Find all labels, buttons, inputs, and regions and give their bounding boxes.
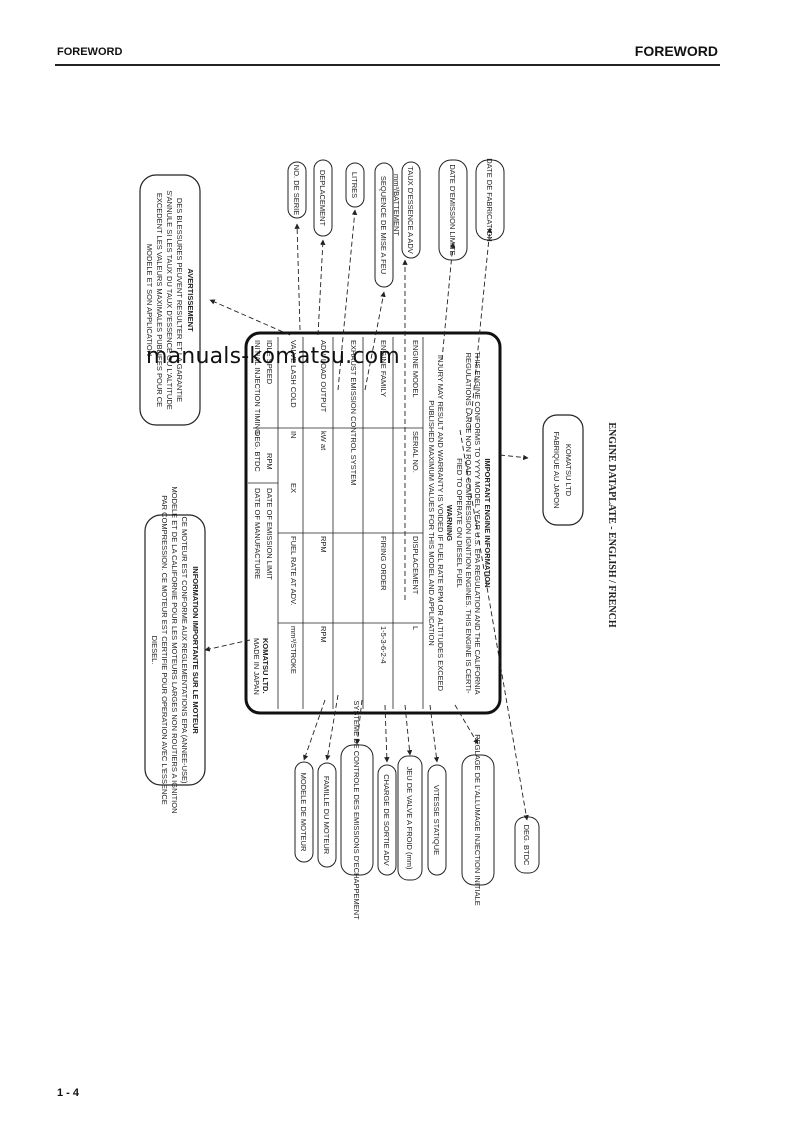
svg-text:CHARGE DE SORTIE ADV: CHARGE DE SORTIE ADV xyxy=(382,774,391,866)
french-info-box: INFORMATION IMPORTANTE SUR LE MOTEUR CE … xyxy=(144,486,206,814)
bottom-label-idle-speed: VITESSE STATIQUE xyxy=(427,764,447,876)
row-engine-family: ENGINE FAMILY xyxy=(379,340,388,397)
plate-intro-3: FIED TO OPERATE ON DIESEL FUEL xyxy=(455,458,464,588)
french-info-line-2: MODELE ET DE LA CALIFORNIE POUR LES MOTE… xyxy=(170,486,179,813)
row-engine-model: ENGINE MODEL xyxy=(411,340,420,398)
french-info-line-4: DIESEL. xyxy=(150,636,159,665)
watermark-text: manuals-komatsu.com xyxy=(146,344,400,369)
svg-text:SYSTEME DE CONTROLE DES EMISSI: SYSTEME DE CONTROLE DES EMISSIONS D'ECHA… xyxy=(352,700,361,920)
bottom-label-engine-model: MODELE DE MOTEUR xyxy=(294,761,314,863)
row-firing-order-value: 1-5-3-6-2-4 xyxy=(379,626,388,664)
plate-title: IMPORTANT ENGINE INFORMATION xyxy=(483,458,492,587)
row-date-manufacture: DATE OF MANUFACTURE xyxy=(253,488,262,579)
svg-text:MODELE DE MOTEUR: MODELE DE MOTEUR xyxy=(299,773,308,852)
svg-text:TAUX D'ESSENCE A ADV: TAUX D'ESSENCE A ADV xyxy=(406,166,415,254)
svg-text:mm³/BATTEMENT: mm³/BATTEMENT xyxy=(392,174,401,236)
top-label-litres: LITRES xyxy=(345,162,365,208)
svg-text:SEQUENCE DE MISE A FEU: SEQUENCE DE MISE A FEU xyxy=(379,176,388,274)
plate-warning-1: INJURY MAY RESULT AND WARRANTY IS VOIDED… xyxy=(436,355,445,692)
row-idle-rpm: RPM xyxy=(265,453,274,470)
svg-text:LITRES: LITRES xyxy=(350,172,359,198)
row-emission-limit-date: DATE OF EMISSION LIMIT xyxy=(265,488,274,580)
row-rpm-2: RPM xyxy=(319,626,328,643)
svg-text:DATE D'EMISSION LIMITE: DATE D'EMISSION LIMITE xyxy=(448,164,457,255)
plate-intro-2: REGULATIONS LARGE NON ROAD COMPRESSION I… xyxy=(464,353,473,694)
header-left-title: FOREWORD xyxy=(57,46,123,58)
row-injection-timing: INITIAL INJECTION TIMING xyxy=(253,340,262,435)
french-info-line-3: PAR COMPRESSION. CE MOTEUR EST CERTIFIE … xyxy=(160,495,169,805)
svg-text:DEPLACEMENT: DEPLACEMENT xyxy=(318,170,327,227)
svg-text:DEG. BTDC: DEG. BTDC xyxy=(522,825,531,866)
row-fuel-rate: FUEL RATE AT ADV. xyxy=(289,536,298,605)
top-label-fuel-rate: TAUX D'ESSENCE A ADV xyxy=(401,161,421,259)
row-adv-load-output: ADV. LOAD OUTPUT xyxy=(319,340,328,413)
top-label-serial: NO. DE SERIE xyxy=(287,161,307,219)
row-valve-lash: VALVE LASH COLD xyxy=(289,340,298,408)
engine-dataplate: IMPORTANT ENGINE INFORMATION THIS ENGINE… xyxy=(244,331,502,715)
top-label-firing: SEQUENCE DE MISE A FEU xyxy=(374,162,394,288)
svg-text:FAMILLE DU MOTEUR: FAMILLE DU MOTEUR xyxy=(322,776,331,855)
row-firing-order: FIRING ORDER xyxy=(379,536,388,591)
french-warning-line-2: S'ANNULE SI LES TAUX DU TAUX D'ESSENCE O… xyxy=(165,190,174,410)
komatsu-japan-box: KOMATSU LTD FABRIQUE AU JAPON xyxy=(542,414,584,526)
bottom-label-valve-lash: JEU DE VALVE A FROID (mm) xyxy=(397,755,423,881)
row-exhaust-emission: EXHAUST EMISSION CONTROL SYSTEM xyxy=(349,340,358,485)
french-warning-line-4: MODELE ET SON APPLICATION xyxy=(145,244,154,356)
french-info-title: INFORMATION IMPORTANTE SUR LE MOTEUR xyxy=(191,566,200,734)
top-label-manufacture-date: DATE DE FABRICATION xyxy=(475,158,505,242)
svg-text:ENGINE DATAPLATE - ENGLISH / F: ENGINE DATAPLATE - ENGLISH / FRENCH xyxy=(606,422,617,628)
french-warning-title: AVERTISSEMENT xyxy=(186,268,195,332)
svg-text:REGLAGE DE L'ALLUMAGE INJECTIO: REGLAGE DE L'ALLUMAGE INJECTION INITIALE xyxy=(473,734,482,905)
french-info-line-1: CE MOTEUR EST CONFORME AUX REGLEMENTATIO… xyxy=(180,517,189,784)
komatsu-ltd-fr: KOMATSU LTD xyxy=(564,444,573,497)
french-warning-box: AVERTISSEMENT DES BLESSURES PEUVENT RESU… xyxy=(139,174,201,426)
row-kw-at: kW at xyxy=(319,431,328,451)
bottom-label-adv-output: CHARGE DE SORTIE ADV xyxy=(377,764,397,876)
bottom-label-injection: REGLAGE DE L'ALLUMAGE INJECTION INITIALE xyxy=(461,734,495,906)
row-valve-in: IN xyxy=(289,431,298,439)
top-label-emission-date: DATE D'EMISSION LIMITE xyxy=(438,159,468,261)
row-rpm: RPM xyxy=(319,536,328,553)
row-idle-speed: IDLE SPEED xyxy=(265,340,274,385)
svg-text:VITESSE STATIQUE: VITESSE STATIQUE xyxy=(432,785,441,855)
svg-text:JEU DE VALVE A FROID (mm): JEU DE VALVE A FROID (mm) xyxy=(405,766,414,870)
row-displacement: DISPLACEMENT xyxy=(411,536,420,595)
fabrique-au-japon: FABRIQUE AU JAPON xyxy=(552,431,561,508)
top-label-displacement: DEPLACEMENT xyxy=(313,159,333,237)
engine-dataplate-caption: ENGINE DATAPLATE - ENGLISH / FRENCH xyxy=(606,422,617,628)
svg-text:NO. DE SERIE: NO. DE SERIE xyxy=(292,165,301,215)
plate-warning-title: WARNING xyxy=(445,505,454,541)
top-label-mm3: mm³/BATTEMENT xyxy=(392,174,401,236)
svg-text:DATE DE FABRICATION: DATE DE FABRICATION xyxy=(485,158,494,241)
plate-warning-2: PUBLISHED MAXIMUM VALUES FOR THIS MODEL … xyxy=(427,400,436,646)
header-rule xyxy=(55,64,720,66)
bottom-label-engine-family: FAMILLE DU MOTEUR xyxy=(317,762,337,868)
bottom-label-deg-btdc: DEG. BTDC xyxy=(514,816,540,874)
plate-maker: KOMATSU LTD. xyxy=(261,638,270,694)
row-valve-ex: EX xyxy=(289,483,298,493)
french-warning-line-3: EXCEDENT LES VALEURS MAXIMALES PUBLIEES … xyxy=(155,193,164,407)
bottom-labels: MODELE DE MOTEUR FAMILLE DU MOTEUR SYSTE… xyxy=(294,700,540,920)
plate-made-in: MADE IN JAPAN xyxy=(252,638,261,695)
header-right-title: FOREWORD xyxy=(634,43,718,59)
bottom-label-emission-system: SYSTEME DE CONTROLE DES EMISSIONS D'ECHA… xyxy=(340,700,374,920)
leader-lines xyxy=(204,209,529,821)
row-fuel-rate-unit: mm³/STROKE xyxy=(289,626,298,674)
row-deg-btdc: DEG. BTDC xyxy=(253,431,262,472)
plate-intro-1: THIS ENGINE CONFORMS TO YYYY MODEL YEAR … xyxy=(473,351,482,694)
row-displacement-unit: L xyxy=(411,626,420,630)
row-serial-no: SERIAL NO. xyxy=(411,431,420,473)
page-number: 1 - 4 xyxy=(57,1087,80,1099)
french-warning-line-1: DES BLESSURES PEUVENT RESULTER ET LA GAR… xyxy=(175,198,184,402)
top-labels: NO. DE SERIE DEPLACEMENT LITRES SEQUENCE… xyxy=(287,158,505,288)
